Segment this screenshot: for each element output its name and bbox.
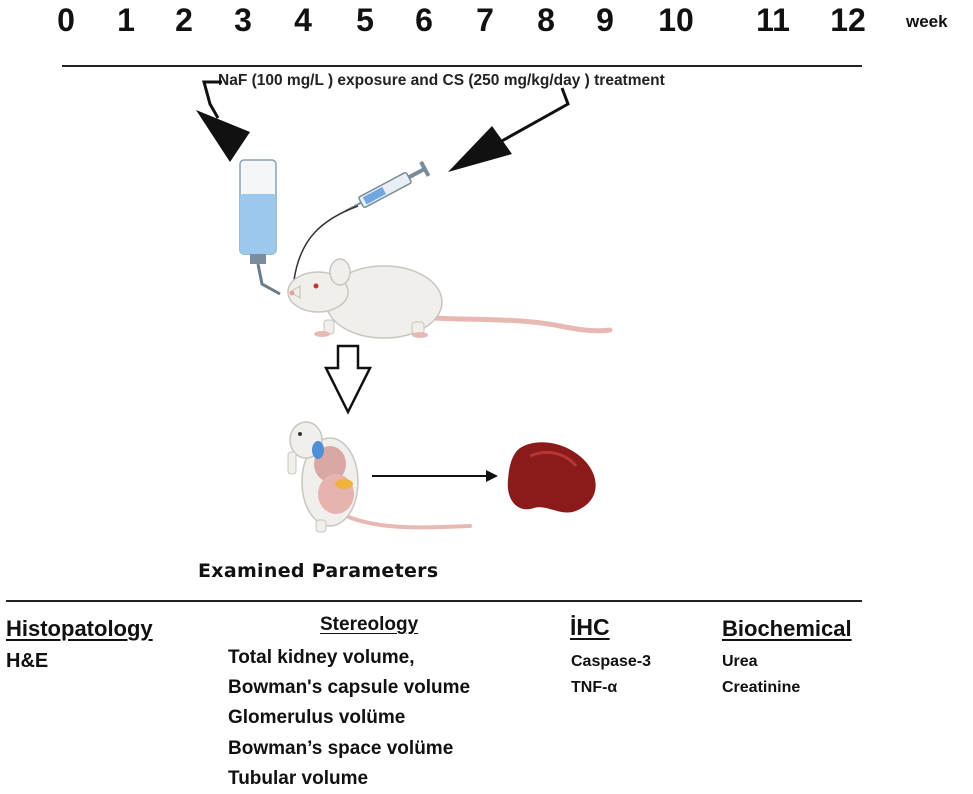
rat-icon (287, 258, 613, 339)
dissected-rat-icon (287, 421, 472, 533)
biochemical-heading: Biochemical (722, 616, 852, 641)
ihc-item-caspase: Caspase-3 (571, 653, 652, 670)
histopathology-item-he: H&E (6, 650, 49, 672)
kidney-icon (507, 442, 596, 513)
week-number-6: 6 (415, 2, 433, 38)
stereology-item: Tubular volume (228, 768, 369, 789)
stereology-item: Bowman's capsule volume (228, 677, 471, 698)
week-number-8: 8 (537, 2, 555, 38)
week-number-3: 3 (234, 2, 252, 38)
to-kidney-arrow (372, 470, 498, 482)
biochemical-item-creatinine: Creatinine (722, 679, 801, 696)
ihc-item-tnf: TNF-α (571, 679, 618, 696)
examined-parameters-title: Examined Parameters (198, 560, 439, 582)
week-number-0: 0 (57, 2, 75, 38)
parameters-divider (6, 600, 862, 602)
week-number-5: 5 (356, 2, 374, 38)
timeline-line (62, 65, 862, 67)
week-number-4: 4 (294, 2, 312, 38)
stereology-item: Bowman’s space volüme (228, 738, 454, 759)
syringe-pointer-arrow (448, 87, 570, 172)
week-number-2: 2 (175, 2, 193, 38)
water-bottle-icon (239, 159, 281, 296)
week-number-10: 10 (658, 2, 694, 38)
week-number-9: 9 (596, 2, 614, 38)
histopathology-heading: Histopatology (6, 616, 153, 641)
stereology-heading: Stereology (320, 614, 419, 635)
syringe-icon (293, 160, 431, 281)
biochemical-item-urea: Urea (722, 653, 758, 670)
week-number-7: 7 (476, 2, 494, 38)
week-unit-label: week (906, 12, 948, 31)
stereology-item: Total kidney volume, (228, 647, 415, 668)
stereology-item: Glomerulus volüme (228, 707, 406, 728)
down-arrow-icon (323, 344, 373, 415)
week-number-11: 11 (756, 2, 790, 38)
week-number-12: 12 (830, 2, 866, 38)
bottle-pointer-arrow (196, 80, 250, 162)
treatment-caption: NaF (100 mg/L ) exposure and CS (250 mg/… (218, 72, 665, 89)
ihc-heading: İHC (570, 614, 610, 640)
week-number-1: 1 (117, 2, 135, 38)
